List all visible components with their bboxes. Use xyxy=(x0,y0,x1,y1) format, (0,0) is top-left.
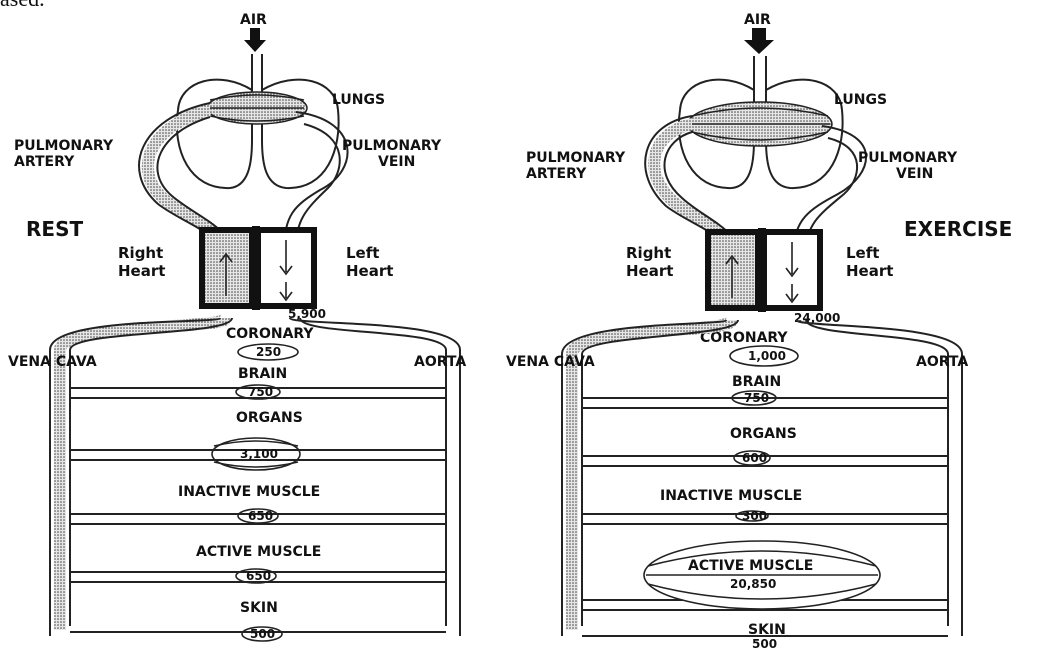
lungs-label: LUNGS xyxy=(332,92,385,108)
inactive-muscle-label: INACTIVE MUSCLE xyxy=(178,484,320,500)
left-heart-label-2: Heart xyxy=(346,262,393,280)
coronary-label: CORONARY xyxy=(226,326,314,342)
vena-cava-label: VENA CAVA xyxy=(8,354,97,370)
heart-shape xyxy=(202,226,314,310)
vena-cava-label: VENA CAVA xyxy=(506,354,595,370)
coronary-flow-value: 250 xyxy=(256,345,281,359)
lungs-label: LUNGS xyxy=(834,92,887,108)
rest-panel: AIR LUNGS PULMONARY ARTERY PULMONARY VEI… xyxy=(8,12,466,641)
exercise-panel: AIR LUNGS PULMONARY ARTERY PULMONARY VEI… xyxy=(506,12,1012,650)
inactive-muscle-label: INACTIVE MUSCLE xyxy=(660,488,802,504)
right-heart-label-2: Heart xyxy=(118,262,165,280)
air-label: AIR xyxy=(744,12,771,28)
heart-shape xyxy=(708,228,820,312)
skin-flow-value: 500 xyxy=(250,627,275,641)
active-muscle-label: ACTIVE MUSCLE xyxy=(196,544,321,560)
pulmonary-artery-label-2: ARTERY xyxy=(14,154,75,170)
pulmonary-vein-label-1: PULMONARY xyxy=(858,150,958,166)
active-muscle-label: ACTIVE MUSCLE xyxy=(688,558,813,574)
left-heart-label-2: Heart xyxy=(846,262,893,280)
air-arrow-icon xyxy=(244,28,266,52)
skin-flow-value: 500 xyxy=(752,637,777,650)
brain-flow-value: 750 xyxy=(248,385,273,399)
aorta-label: AORTA xyxy=(414,354,466,370)
air-arrow-icon xyxy=(744,28,774,54)
organs-flow-value: 3,100 xyxy=(240,447,278,461)
inactive-muscle-flow-value: 650 xyxy=(248,509,273,523)
left-heart-label-1: Left xyxy=(846,244,879,262)
skin-label: SKIN xyxy=(240,600,278,616)
brain-label: BRAIN xyxy=(238,366,287,382)
right-heart-label-1: Right xyxy=(118,244,163,262)
active-muscle-flow-value: 20,850 xyxy=(730,577,776,591)
coronary-flow-value: 1,000 xyxy=(748,349,786,363)
condition-label: EXERCISE xyxy=(904,217,1012,241)
pulmonary-vein-label-2: VEIN xyxy=(896,166,933,182)
left-heart-label-1: Left xyxy=(346,244,379,262)
pulmonary-vein-label-1: PULMONARY xyxy=(342,138,442,154)
organs-flow-value: 600 xyxy=(742,451,767,465)
right-heart-label-1: Right xyxy=(626,244,671,262)
pulmonary-artery-label-1: PULMONARY xyxy=(14,138,114,154)
organs-label: ORGANS xyxy=(730,426,797,442)
brain-flow-value: 750 xyxy=(744,391,769,405)
air-label: AIR xyxy=(240,12,267,28)
pulmonary-artery-label-2: ARTERY xyxy=(526,166,587,182)
pulmonary-vein-label-2: VEIN xyxy=(378,154,415,170)
right-heart-label-2: Heart xyxy=(626,262,673,280)
inactive-muscle-flow-value: 300 xyxy=(742,509,767,523)
aorta-label: AORTA xyxy=(916,354,968,370)
pulmonary-artery-label-1: PULMONARY xyxy=(526,150,626,166)
skin-label: SKIN xyxy=(748,622,786,638)
brain-label: BRAIN xyxy=(732,374,781,390)
organs-label: ORGANS xyxy=(236,410,303,426)
condition-label: REST xyxy=(26,217,83,241)
active-muscle-flow-value: 650 xyxy=(246,569,271,583)
